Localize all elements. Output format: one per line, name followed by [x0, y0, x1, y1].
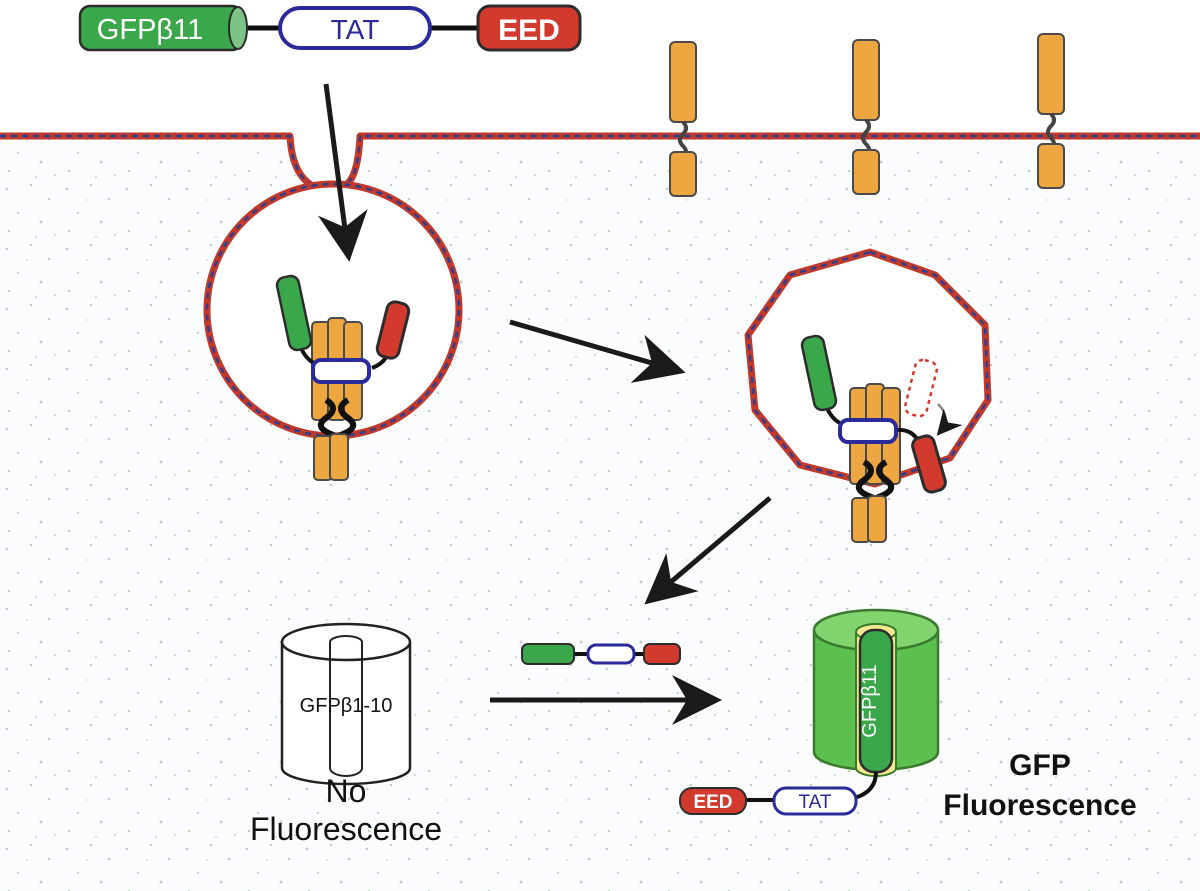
assembled-eed-label: EED	[693, 792, 732, 813]
no-fluorescence-caption: No Fluorescence	[196, 772, 496, 848]
assembled-strand-label: GFPβ11	[859, 664, 881, 737]
receptor	[1037, 33, 1065, 189]
arrow-uptake	[318, 83, 368, 262]
free-construct	[521, 643, 681, 665]
tat-segment: TAT	[278, 6, 432, 50]
gfp-fluorescence-caption: GFP Fluorescence	[890, 746, 1190, 826]
gfp-beta11-cylinder: GFPβ11	[78, 4, 248, 52]
barrel-label: GFPβ1-10	[300, 695, 393, 717]
tat-label: TAT	[331, 14, 380, 45]
endosome-2	[744, 248, 992, 543]
receptor	[852, 39, 880, 195]
gfp-assembled: GFPβ11 EED TAT	[679, 608, 940, 816]
eed-segment: EED	[476, 4, 582, 52]
endosome-1	[203, 180, 463, 481]
no-fluorescence-line-1: No	[325, 773, 367, 809]
assembled-tat-label: TAT	[798, 792, 831, 813]
arrow-escape	[644, 496, 772, 605]
no-fluorescence-line-2: Fluorescence	[249, 811, 443, 847]
gfp-beta1-10-barrel: GFPβ1-10	[280, 622, 412, 786]
receptor	[669, 41, 697, 197]
arrow-endosome-transfer	[509, 319, 686, 383]
gfp-fluorescence-line-2: Fluorescence	[943, 789, 1137, 822]
process-arrows	[318, 83, 772, 725]
eed-label: EED	[498, 14, 560, 47]
construct-top: GFPβ11 TAT EED	[78, 4, 582, 52]
membrane-receptors	[669, 33, 1065, 197]
gfp-beta11-label: GFPβ11	[97, 14, 203, 46]
gfp-fluorescence-line-1: GFP	[1009, 749, 1071, 782]
